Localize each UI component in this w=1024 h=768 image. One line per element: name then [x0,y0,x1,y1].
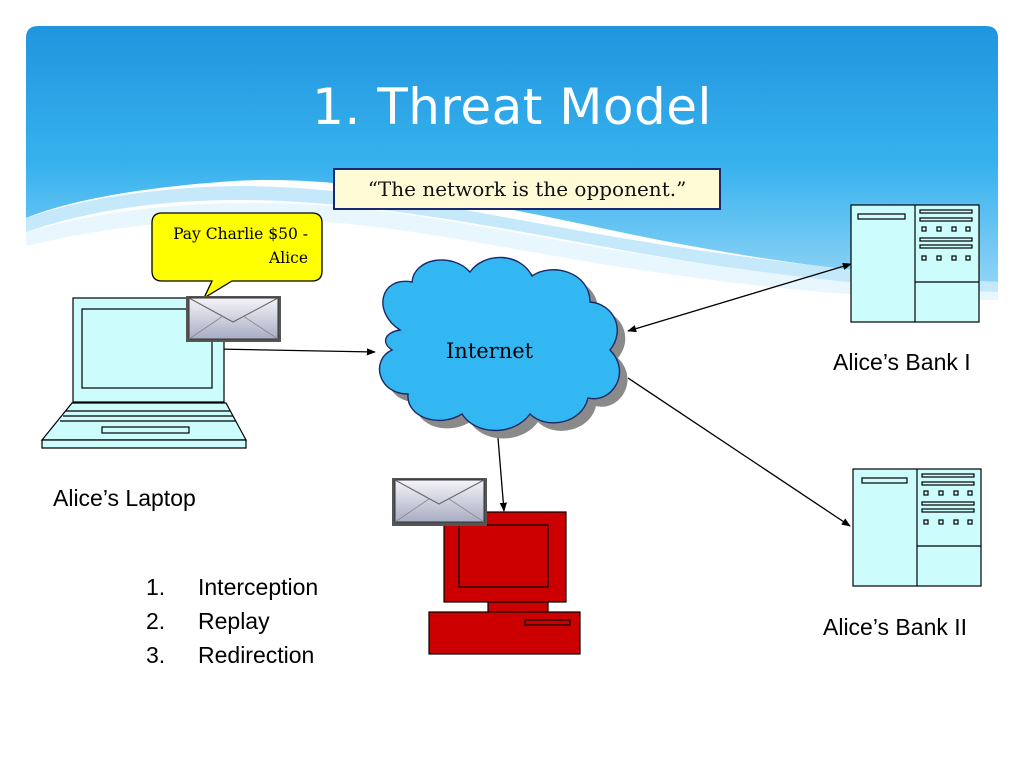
callout-line-2: Alice [269,249,308,267]
attacker-computer-icon [428,511,581,655]
link-laptop-internet [215,345,376,356]
threat-text: Interception [198,574,319,600]
callout-line-1: Pay Charlie $50 - [173,225,308,243]
bank1-label: Alice’s Bank I [833,349,971,375]
callout-text: Pay Charlie $50 - Alice [158,222,308,270]
callout-bubble [151,212,323,300]
slide-title: 1. Threat Model [312,78,712,136]
laptop-icon [40,297,248,449]
intercepted-envelope-icon [392,478,487,526]
internet-cloud-icon [378,256,628,439]
threat-list: 1. Interception 2. Replay 3. Redirection [146,570,318,672]
threat-text: Replay [198,608,270,634]
threat-number: 1. [146,574,166,600]
bank2-server-icon [852,468,982,587]
link-internet-bank2 [627,377,851,527]
threat-item: 3. Redirection [146,638,318,672]
connections [215,262,852,527]
bank2-label: Alice’s Bank II [823,614,968,640]
internet-label: Internet [446,339,534,363]
bank1-server-icon [850,204,980,323]
envelope-icon [186,296,281,342]
laptop-label: Alice’s Laptop [53,485,196,511]
quote-box: “The network is the opponent.” [333,168,721,210]
threat-item: 2. Replay [146,604,318,638]
threat-item: 1. Interception [146,570,318,604]
threat-number: 3. [146,642,166,668]
link-internet-bank1 [627,262,852,333]
threat-text: Redirection [198,642,315,668]
link-internet-attacker [497,437,507,512]
threat-number: 2. [146,608,166,634]
